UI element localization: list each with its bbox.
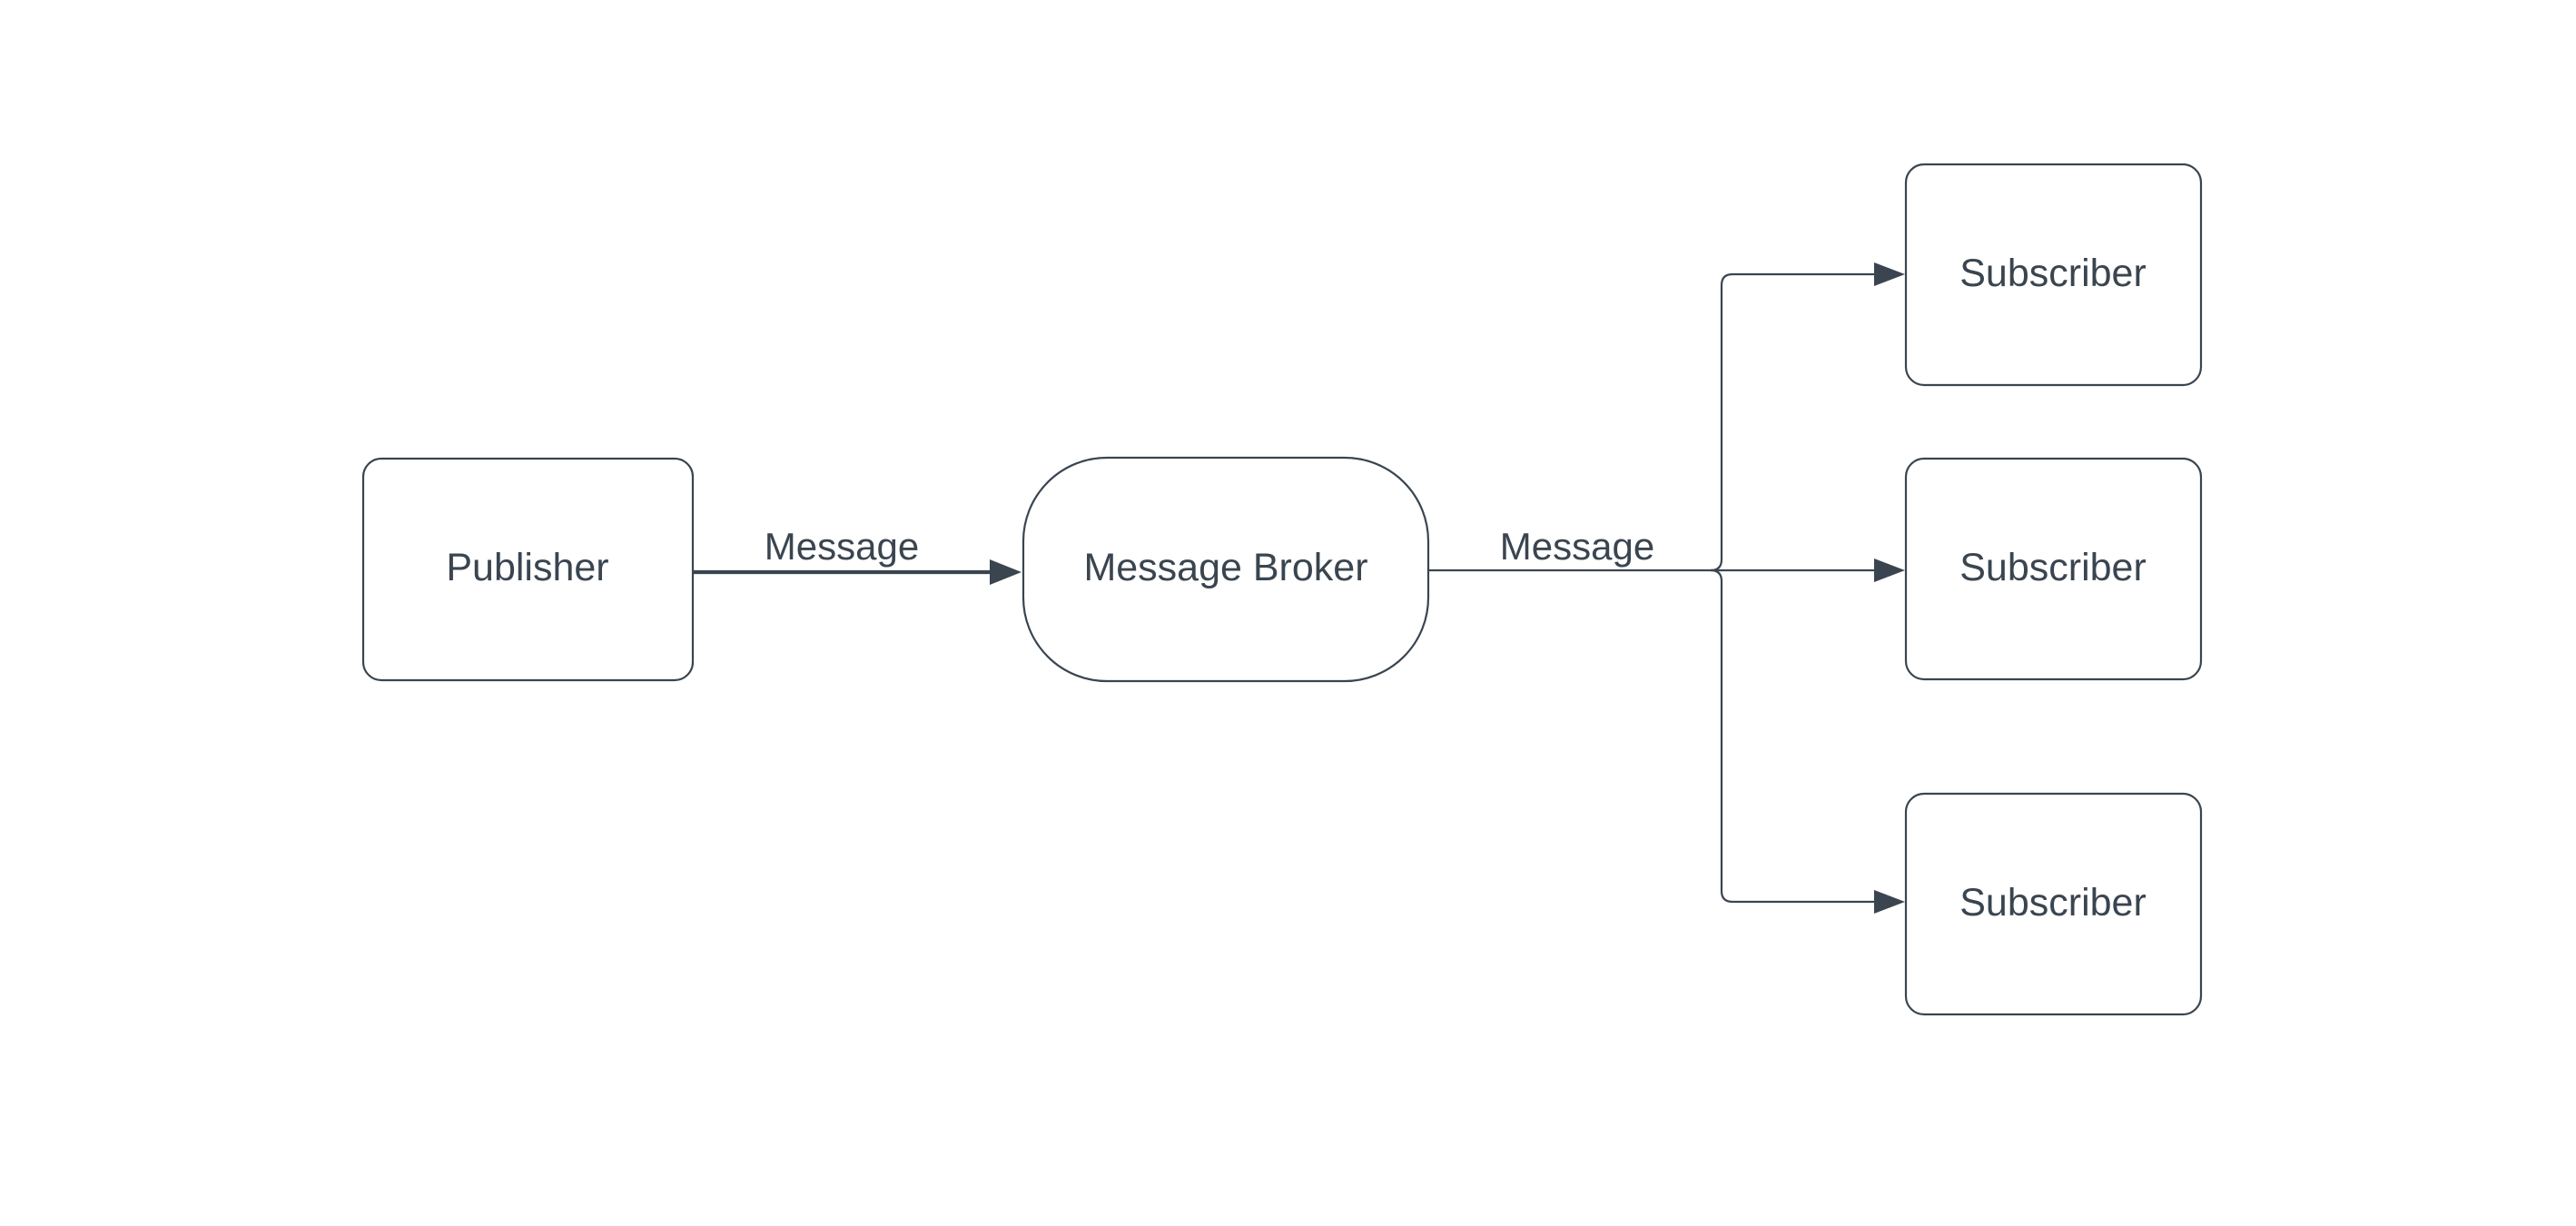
edge-label-message-1: Message — [765, 525, 919, 568]
subscriber-2-shape — [1904, 457, 2203, 681]
edge-broker-to-subscriber-3 — [1710, 569, 1905, 914]
edge-publisher-to-broker-arrowhead-icon — [990, 559, 1022, 585]
publisher-label: Publisher — [446, 546, 608, 589]
subscriber-2-node: Subscriber — [1904, 457, 2203, 681]
subscriber-3-node: Subscriber — [1904, 792, 2203, 1016]
subscriber-1-node: Subscriber — [1904, 163, 2203, 387]
edge-broker-to-subscriber-1-line — [1710, 272, 1874, 572]
subscriber-3-label: Subscriber — [1959, 881, 2147, 924]
publisher-shape — [361, 457, 695, 682]
edge-broker-to-subscriber-2-arrowhead-icon — [1874, 559, 1905, 582]
subscriber-1-label: Subscriber — [1959, 252, 2147, 295]
edge-broker-to-subscriber-2: Message — [1428, 525, 1905, 582]
edge-label-message-2: Message — [1500, 525, 1654, 568]
edge-broker-to-subscriber-1 — [1710, 262, 1905, 572]
edge-publisher-to-broker: Message — [693, 525, 1022, 585]
edge-broker-to-subscriber-1-arrowhead-icon — [1874, 262, 1905, 286]
publisher-node: Publisher — [361, 457, 695, 682]
broker-label: Message Broker — [1083, 546, 1367, 589]
broker-node: Message Broker — [1022, 456, 1430, 683]
subscriber-1-shape — [1904, 163, 2203, 387]
edge-broker-to-subscriber-3-line — [1710, 569, 1874, 904]
broker-shape — [1022, 456, 1430, 683]
subscriber-2-label: Subscriber — [1959, 546, 2147, 589]
subscriber-3-shape — [1904, 792, 2203, 1016]
edge-broker-to-subscriber-3-arrowhead-icon — [1874, 890, 1905, 914]
